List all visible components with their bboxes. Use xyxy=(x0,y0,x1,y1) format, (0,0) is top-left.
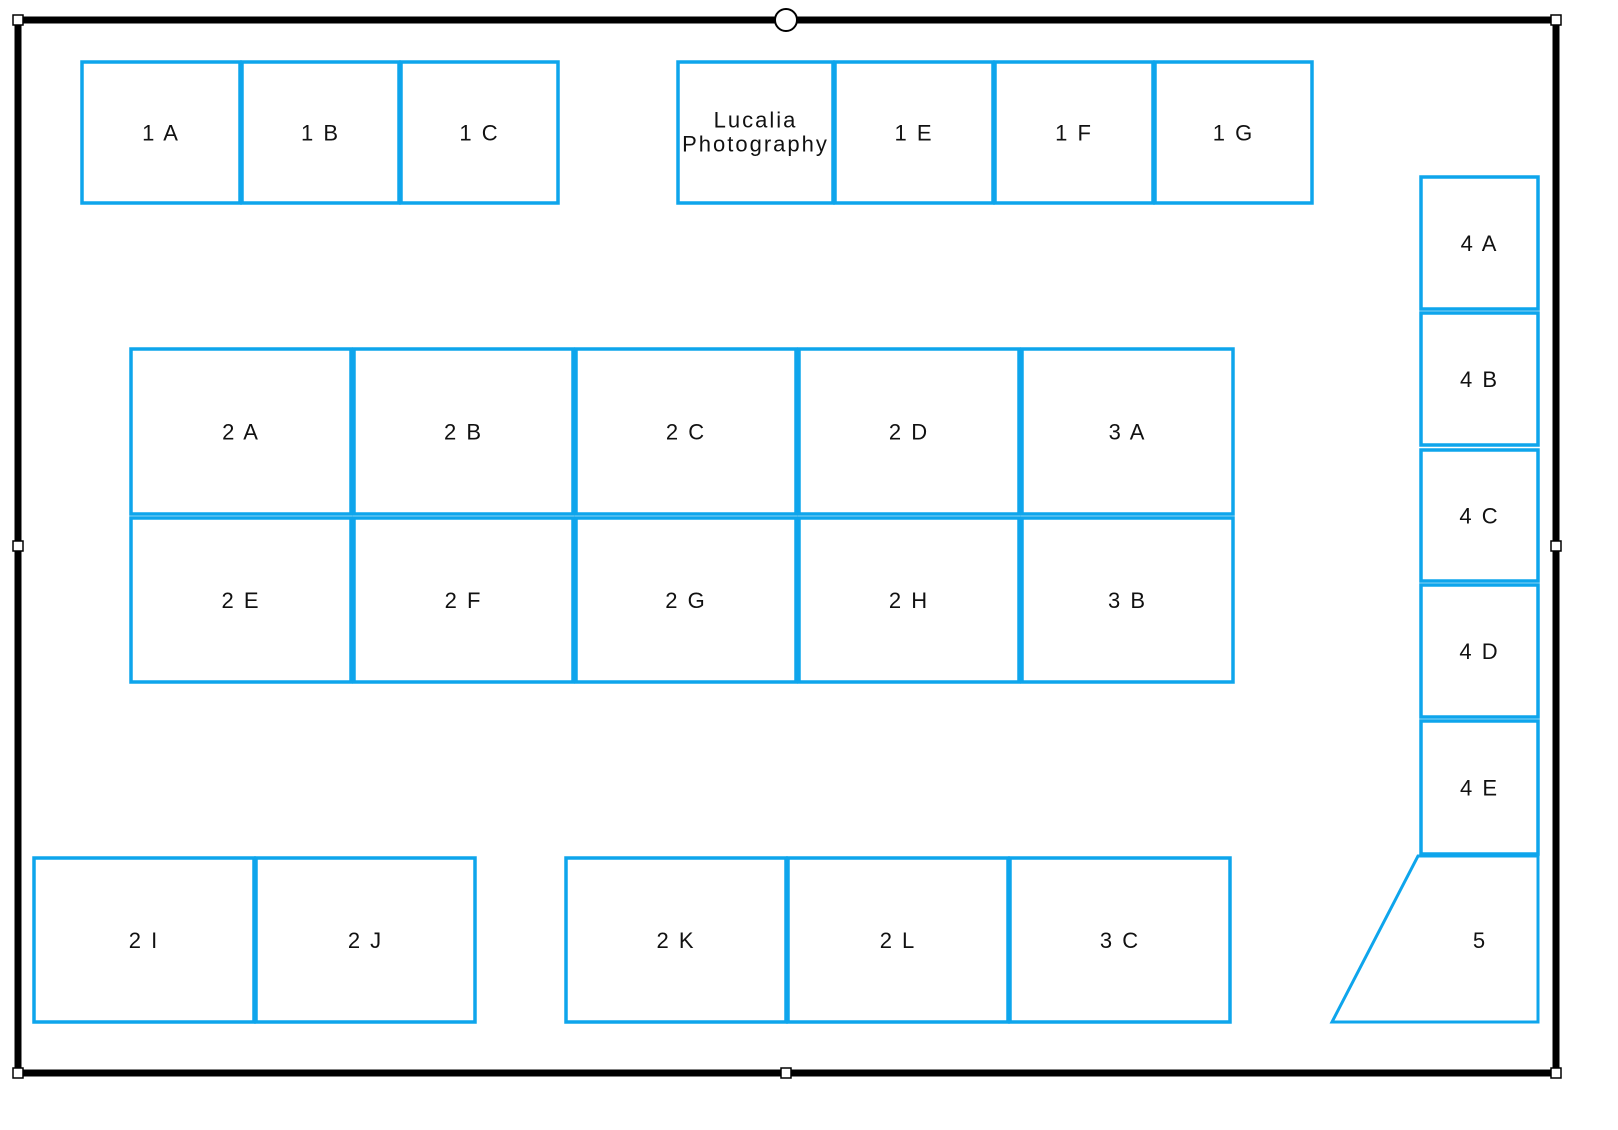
booth-4d[interactable]: 4 D xyxy=(1419,583,1540,719)
booth-2l[interactable]: 2 L xyxy=(786,856,1010,1024)
booth-2e[interactable]: 2 E xyxy=(129,516,353,684)
booth-shape[interactable] xyxy=(240,60,401,205)
rotate-handle[interactable] xyxy=(774,8,798,32)
resize-handle-bottom-center[interactable] xyxy=(780,1067,792,1079)
booth-label: 4 B xyxy=(1460,367,1499,392)
booth-2h[interactable]: 2 H xyxy=(797,516,1021,684)
booth-shape[interactable] xyxy=(352,347,575,516)
booth-2j[interactable]: 2 J xyxy=(254,856,477,1024)
booth-shape[interactable] xyxy=(564,856,788,1024)
booth-label: 2 G xyxy=(665,588,706,613)
booth-label: 1 C xyxy=(459,121,499,146)
booth-shape[interactable] xyxy=(1419,311,1540,447)
booth-label: 2 I xyxy=(129,928,159,953)
booth-shape[interactable] xyxy=(1020,516,1235,684)
resize-handle-bottom-right[interactable] xyxy=(1550,1067,1562,1079)
booth-shape[interactable] xyxy=(797,516,1021,684)
booth-label: 1 G xyxy=(1213,121,1254,146)
booth-label: 3 A xyxy=(1109,420,1147,445)
booth-label: 4 D xyxy=(1459,639,1499,664)
booth-label: 4 E xyxy=(1460,776,1499,801)
booth-label: 1 F xyxy=(1055,121,1093,146)
booth-1a[interactable]: 1 A xyxy=(80,60,242,205)
booth-shape[interactable] xyxy=(80,60,242,205)
booth-shape[interactable] xyxy=(786,856,1010,1024)
booth-shape[interactable] xyxy=(574,516,798,684)
booth-shape[interactable] xyxy=(352,516,575,684)
booth-shape[interactable] xyxy=(129,516,353,684)
booth-4c[interactable]: 4 C xyxy=(1419,448,1540,583)
booth-shape[interactable] xyxy=(1419,448,1540,583)
booth-label: 2 C xyxy=(666,420,706,445)
booth-4a[interactable]: 4 A xyxy=(1419,175,1540,311)
booth-label: 1 B xyxy=(301,121,340,146)
booth-2i[interactable]: 2 I xyxy=(32,856,256,1024)
booth-3a[interactable]: 3 A xyxy=(1020,347,1235,516)
booth-shape[interactable] xyxy=(993,60,1155,205)
booth-5[interactable]: 5 xyxy=(1329,854,1540,1024)
booth-label: 2 J xyxy=(348,928,383,953)
booth-label-line: Photography xyxy=(682,132,829,157)
booth-shape[interactable] xyxy=(1329,854,1540,1024)
booth-1e[interactable]: 1 E xyxy=(833,60,995,205)
booth-shape[interactable] xyxy=(254,856,477,1024)
booth-label: 2 D xyxy=(889,420,929,445)
booth-label: 2 K xyxy=(656,928,695,953)
booth-3c[interactable]: 3 C xyxy=(1008,856,1232,1024)
booth-shape[interactable] xyxy=(1020,347,1235,516)
booth-1g[interactable]: 1 G xyxy=(1153,60,1314,205)
booth-label: 2 E xyxy=(221,588,260,613)
booth-shape[interactable] xyxy=(1419,175,1540,311)
booth-2a[interactable]: 2 A xyxy=(129,347,353,516)
booth-label: 4 C xyxy=(1459,504,1499,529)
booth-4e[interactable]: 4 E xyxy=(1419,719,1540,856)
resize-handle-middle-right[interactable] xyxy=(1550,540,1562,552)
resize-handle-middle-left[interactable] xyxy=(12,540,24,552)
booth-2k[interactable]: 2 K xyxy=(564,856,788,1024)
booth-label: 2 F xyxy=(445,588,483,613)
booth-4b[interactable]: 4 B xyxy=(1419,311,1540,447)
booth-label: 2 H xyxy=(889,588,929,613)
booth-shape[interactable] xyxy=(797,347,1021,516)
booth-2b[interactable]: 2 B xyxy=(352,347,575,516)
booth-1c[interactable]: 1 C xyxy=(399,60,560,205)
booth-shape[interactable] xyxy=(574,347,798,516)
booth-shape[interactable] xyxy=(676,60,835,205)
booth-label: 1 A xyxy=(142,121,180,146)
booth-1b[interactable]: 1 B xyxy=(240,60,401,205)
booth-shape[interactable] xyxy=(1419,583,1540,719)
booth-3b[interactable]: 3 B xyxy=(1020,516,1235,684)
booth-shape[interactable] xyxy=(833,60,995,205)
booth-shape[interactable] xyxy=(129,347,353,516)
booth-1f[interactable]: 1 F xyxy=(993,60,1155,205)
booth-label: 1 E xyxy=(894,121,933,146)
booth-shape[interactable] xyxy=(32,856,256,1024)
booth-label: 3 C xyxy=(1100,928,1140,953)
booth-2g[interactable]: 2 G xyxy=(574,516,798,684)
booth-shape[interactable] xyxy=(1008,856,1232,1024)
booth-label: 4 A xyxy=(1461,231,1499,256)
booth-shape[interactable] xyxy=(399,60,560,205)
booth-label: 5 xyxy=(1473,928,1487,953)
booth-label-line: Lucalia xyxy=(714,108,798,133)
resize-handle-bottom-left[interactable] xyxy=(12,1067,24,1079)
booth-2d[interactable]: 2 D xyxy=(797,347,1021,516)
booth-label: 2 L xyxy=(880,928,917,953)
resize-handle-top-right[interactable] xyxy=(1550,14,1562,26)
booth-shape[interactable] xyxy=(1153,60,1314,205)
booth-2f[interactable]: 2 F xyxy=(352,516,575,684)
booth-label: 2 A xyxy=(222,420,260,445)
booth-label: 2 B xyxy=(444,420,483,445)
resize-handle-top-left[interactable] xyxy=(12,14,24,26)
booth-2c[interactable]: 2 C xyxy=(574,347,798,516)
booth-shape[interactable] xyxy=(1419,719,1540,856)
booth-label: 3 B xyxy=(1108,588,1147,613)
